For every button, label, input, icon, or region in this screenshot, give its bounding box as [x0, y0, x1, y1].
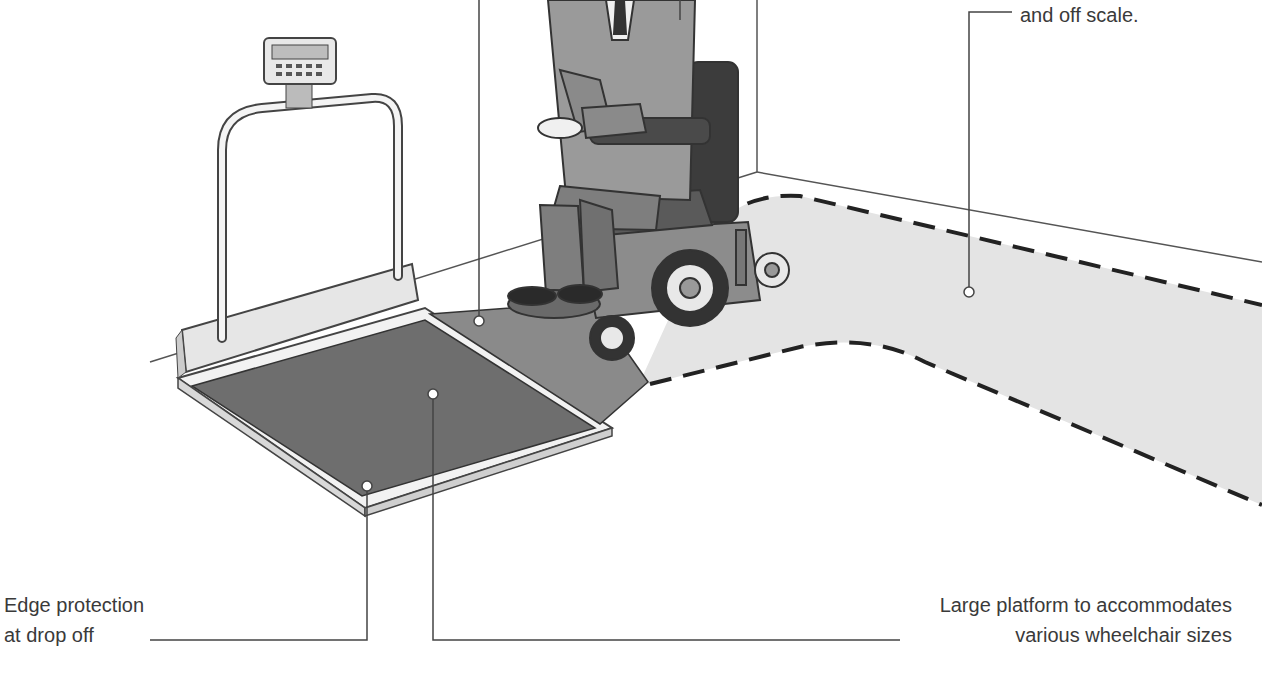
wheelchair-user [508, 0, 789, 360]
callout-label: and off scale. [1020, 0, 1139, 30]
leader-dots [362, 287, 974, 491]
callout-label: Edge protection at drop off [4, 590, 164, 650]
scale [176, 38, 648, 516]
path-borders [650, 196, 1262, 505]
callout-label: Large platform to accommodates various w… [912, 590, 1232, 650]
leader-lines [150, 0, 1012, 640]
